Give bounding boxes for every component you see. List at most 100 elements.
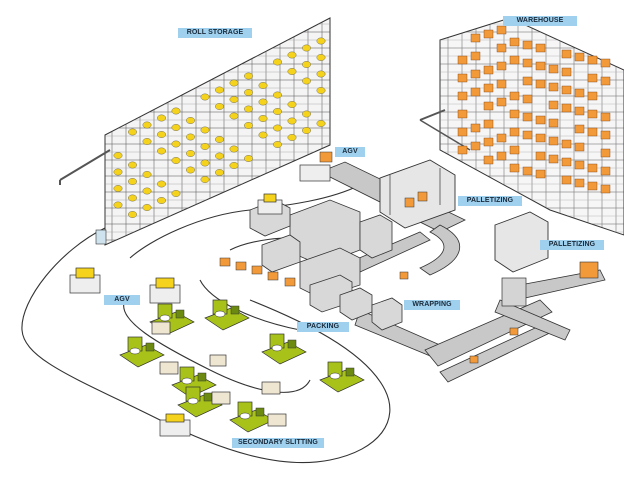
carton — [562, 104, 571, 112]
roll — [273, 108, 281, 114]
slitting-machine — [230, 402, 274, 432]
label-secondary-slitting: SECONDARY SLITTING — [232, 438, 324, 448]
carton — [497, 44, 506, 52]
roll — [114, 202, 122, 208]
roll — [186, 150, 194, 156]
carton — [510, 56, 519, 64]
roll — [244, 89, 252, 95]
roll — [201, 127, 209, 133]
roll — [302, 111, 310, 117]
label-agv-top: AGV — [335, 147, 365, 157]
roll — [273, 59, 281, 65]
roll — [317, 71, 325, 77]
roll — [157, 197, 165, 203]
roll — [157, 115, 165, 121]
carton — [471, 124, 480, 132]
carton — [510, 110, 519, 118]
roll — [157, 131, 165, 137]
roll — [244, 155, 252, 161]
carton — [484, 138, 493, 146]
label-agv-left: AGV — [104, 295, 140, 305]
secondary-slitting-machines — [120, 300, 364, 432]
roll — [244, 106, 252, 112]
carton — [510, 146, 519, 154]
carton — [575, 179, 584, 187]
roll — [230, 80, 238, 86]
roll — [172, 190, 180, 196]
roll — [244, 122, 252, 128]
roll — [288, 101, 296, 107]
carton — [523, 77, 532, 85]
carton — [575, 89, 584, 97]
carton — [601, 113, 610, 121]
carton — [536, 80, 545, 88]
roll — [230, 162, 238, 168]
roll — [230, 96, 238, 102]
roll — [215, 169, 223, 175]
carton — [458, 146, 467, 154]
roll — [143, 171, 151, 177]
roll — [186, 134, 194, 140]
carton — [536, 152, 545, 160]
carton — [575, 143, 584, 151]
roll — [215, 87, 223, 93]
roll — [288, 52, 296, 58]
carton — [588, 128, 597, 136]
carton — [471, 34, 480, 42]
carton — [575, 125, 584, 133]
carton — [497, 80, 506, 88]
roll — [230, 113, 238, 119]
roll — [259, 82, 267, 88]
label-wrapping: WRAPPING — [404, 300, 460, 310]
carton — [549, 83, 558, 91]
carton — [458, 92, 467, 100]
carton — [536, 116, 545, 124]
roll — [317, 120, 325, 126]
carton — [562, 68, 571, 76]
label-packing: PACKING — [297, 322, 349, 332]
carton — [562, 140, 571, 148]
carton — [523, 113, 532, 121]
roll — [172, 124, 180, 130]
roll — [302, 61, 310, 67]
roll — [186, 117, 194, 123]
roll — [273, 141, 281, 147]
slitting-machine — [205, 300, 249, 330]
carton — [458, 74, 467, 82]
roll — [143, 188, 151, 194]
roll — [230, 146, 238, 152]
roll — [215, 103, 223, 109]
carton — [497, 62, 506, 70]
roll — [288, 68, 296, 74]
roll — [201, 160, 209, 166]
roll — [201, 176, 209, 182]
roll — [317, 87, 325, 93]
carton — [562, 158, 571, 166]
carton — [549, 137, 558, 145]
roll — [273, 125, 281, 131]
roll — [302, 78, 310, 84]
carton — [562, 50, 571, 58]
carton — [471, 70, 480, 78]
carton — [588, 164, 597, 172]
roll — [114, 169, 122, 175]
carton — [510, 128, 519, 136]
carton — [484, 66, 493, 74]
roll — [244, 73, 252, 79]
roll — [128, 178, 136, 184]
carton — [510, 92, 519, 100]
carton — [601, 59, 610, 67]
carton — [601, 77, 610, 85]
carton — [601, 131, 610, 139]
carton — [523, 95, 532, 103]
roll — [273, 92, 281, 98]
carton — [588, 92, 597, 100]
roll — [172, 141, 180, 147]
carton — [549, 155, 558, 163]
slitting-machine — [320, 362, 364, 392]
carton — [588, 56, 597, 64]
carton — [471, 142, 480, 150]
roll — [114, 185, 122, 191]
